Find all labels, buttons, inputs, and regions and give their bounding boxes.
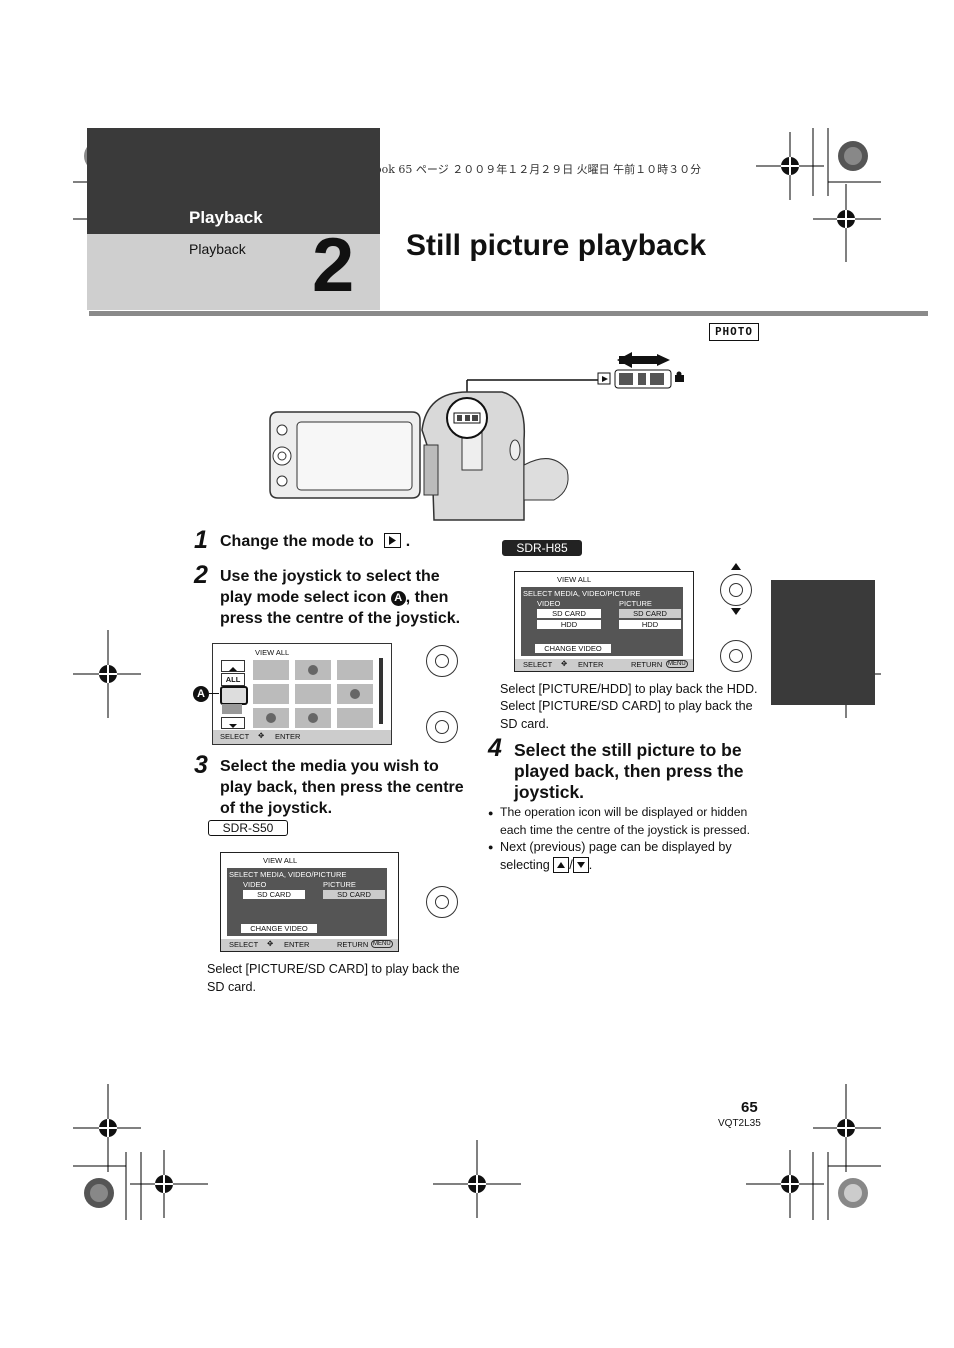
screen-bottom-bar: SELECT ✥ ENTER RETURN MENU	[221, 939, 398, 951]
joystick-small-icon: ✥	[258, 731, 265, 740]
camera-illustration	[262, 350, 702, 530]
bullet-2-end: .	[588, 858, 593, 872]
joystick-small-icon: ✥	[561, 659, 568, 668]
step-number: 4	[488, 734, 502, 762]
change-video-button: CHANGE VIDEO	[241, 924, 317, 933]
screen-media-h85: VIEW ALL SELECT MEDIA, VIDEO/PICTURE VID…	[514, 571, 694, 672]
screen-bottom-bar: SELECT ✥ ENTER RETURN MENU	[515, 659, 693, 671]
up-down-arrows-icon	[726, 563, 746, 620]
picture-label: PICTURE	[323, 880, 356, 889]
section-title: Playback	[189, 208, 263, 227]
picture-label: PICTURE	[619, 599, 652, 608]
screen-media-s50: VIEW ALL SELECT MEDIA, VIDEO/PICTURE VID…	[220, 852, 399, 952]
stack-icon	[222, 704, 242, 714]
step-2-text: Use the joystick to select the play mode…	[220, 566, 470, 629]
joystick-press-icon	[720, 640, 752, 672]
play-mode-select-icon	[220, 686, 248, 705]
sd-card-picture: SD CARD	[323, 890, 385, 899]
step-1-suffix: .	[405, 533, 411, 550]
chapter-number: 2	[312, 223, 355, 308]
sd-card-picture: SD CARD	[619, 609, 681, 618]
bullet-2-label: Next (previous) page can be displayed by…	[500, 840, 732, 872]
enter-label: ENTER	[284, 940, 310, 949]
bullet-text-2: Next (previous) page can be displayed by…	[500, 838, 762, 874]
menu-icon: MENU	[371, 940, 393, 948]
header-band-light	[87, 234, 380, 310]
screen-top-label: VIEW ALL	[557, 575, 592, 584]
select-label: SELECT	[523, 660, 553, 669]
bullet-text-1: The operation icon will be displayed or …	[500, 805, 750, 837]
bullet-dot: ●	[488, 842, 494, 852]
step-3-text: Select the media you wish to play back, …	[220, 758, 464, 817]
step-2-label-a: Use the joystick to select the play mode…	[220, 568, 440, 606]
return-label: RETURN	[631, 660, 663, 669]
joystick-small-icon: ✥	[267, 939, 274, 948]
joystick-press-icon	[426, 886, 458, 918]
thumbnail-grid	[253, 660, 373, 728]
photo-mode-badge: PHOTO	[709, 323, 759, 341]
enter-label: ENTER	[578, 660, 604, 669]
marker-a-line	[209, 693, 219, 694]
marker-a-icon: A	[390, 591, 406, 606]
all-button: ALL	[221, 673, 245, 686]
doc-code: VQT2L35	[718, 1118, 761, 1129]
screen-top-label: VIEW ALL	[263, 856, 298, 865]
video-label: VIDEO	[537, 599, 561, 608]
hdd-picture: HDD	[619, 620, 681, 629]
subsection-title: Playback	[189, 241, 246, 257]
page-down-icon	[572, 857, 589, 873]
media-panel: SELECT MEDIA, VIDEO/PICTURE VIDEO PICTUR…	[521, 587, 683, 656]
model-badge-h85: SDR-H85	[502, 540, 582, 556]
hdd-video: HDD	[537, 620, 601, 629]
bullet-2-sep: /	[569, 858, 573, 872]
down-arrow-icon	[221, 717, 245, 729]
media-heading: SELECT MEDIA, VIDEO/PICTURE	[523, 589, 641, 598]
caption-h85-hdd: Select [PICTURE/HDD] to play back the HD…	[500, 682, 758, 696]
step-4-text: Select the still picture to be played ba…	[514, 740, 744, 802]
return-label: RETURN	[337, 940, 369, 949]
joystick-updown-icon	[720, 574, 752, 606]
menu-icon: MENU	[666, 660, 688, 668]
bullet-dot: ●	[488, 808, 494, 818]
step-number: 3	[194, 751, 208, 779]
header-band-dark	[87, 128, 380, 234]
enter-label: ENTER	[275, 732, 301, 741]
video-label: VIDEO	[243, 880, 267, 889]
step-number: 2	[194, 561, 208, 589]
title-rule	[89, 311, 928, 316]
step-1-label: Change the mode to	[220, 533, 374, 550]
select-label: SELECT	[220, 732, 250, 741]
screen-view-all: VIEW ALL ALL SELECT ✥ ENTER	[212, 643, 392, 745]
sd-card-video: SD CARD	[243, 890, 305, 899]
play-mode-icon	[384, 533, 402, 548]
caption-s50: Select [PICTURE/SD CARD] to play back th…	[207, 962, 460, 994]
select-label: SELECT	[229, 940, 259, 949]
model-badge-s50: SDR-S50	[208, 820, 288, 836]
up-arrow-icon	[221, 660, 245, 672]
joystick-left-icon	[426, 645, 458, 677]
marker-a-pointer: A	[193, 686, 209, 702]
page-title: Still picture playback	[406, 229, 707, 262]
page-number: 65	[741, 1099, 758, 1116]
sd-card-video: SD CARD	[537, 609, 601, 618]
step-2-label-b: , then press the centre of the joystick.	[220, 589, 461, 627]
page-up-icon	[553, 857, 570, 873]
joystick-press-icon	[426, 711, 458, 743]
chapter-tab	[771, 580, 875, 705]
media-panel: SELECT MEDIA, VIDEO/PICTURE VIDEO PICTUR…	[227, 868, 387, 936]
caption-h85-sd: Select [PICTURE/SD CARD] to play back th…	[500, 699, 753, 731]
scrollbar	[379, 658, 383, 724]
media-heading: SELECT MEDIA, VIDEO/PICTURE	[229, 870, 347, 879]
change-video-button: CHANGE VIDEO	[535, 644, 611, 653]
screen-bottom-bar: SELECT ✥ ENTER	[213, 730, 391, 744]
step-number: 1	[194, 526, 208, 554]
step-1-text: Change the mode to .	[220, 531, 410, 552]
screen-top-label: VIEW ALL	[255, 648, 290, 657]
